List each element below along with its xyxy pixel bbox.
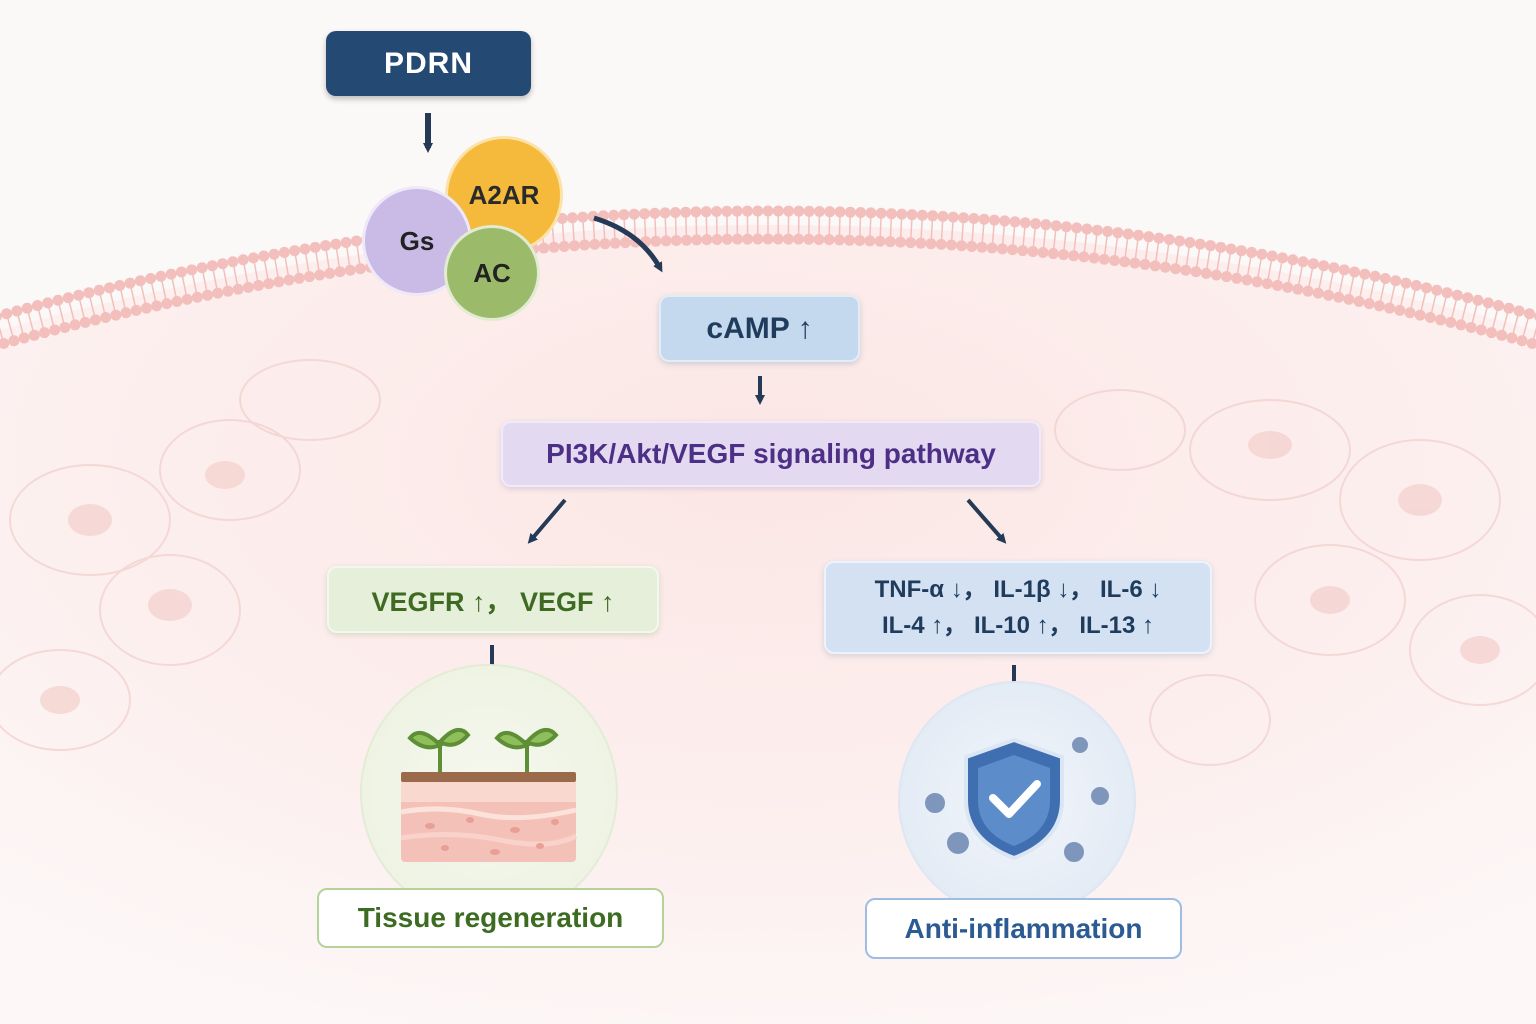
adenylyl-cyclase: AC bbox=[444, 225, 540, 321]
tissue-regeneration-icon bbox=[360, 664, 618, 922]
tissue-nuclei bbox=[40, 431, 1500, 714]
virus-icon bbox=[925, 737, 1109, 862]
pdrn-label: PDRN bbox=[326, 31, 531, 96]
shield-check-icon bbox=[964, 737, 1064, 861]
pathway-box: PI3K/Akt/VEGF signaling pathway bbox=[501, 421, 1041, 487]
cytokine-markers-box: TNF-α ↓， IL-1β ↓， IL-6 ↓ IL-4 ↑， IL-10 ↑… bbox=[824, 561, 1212, 654]
camp-box: cAMP ↑ bbox=[659, 295, 860, 362]
cytokine-line-2: IL-4 ↑， IL-10 ↑， IL-13 ↑ bbox=[881, 611, 1155, 639]
anti-inflammation-label: Anti-inflammation bbox=[865, 898, 1182, 959]
tissue-cells bbox=[0, 359, 1536, 766]
sprout-icon bbox=[407, 727, 559, 772]
skin-layer-icon bbox=[400, 772, 578, 862]
vegf-markers-box: VEGFR ↑， VEGF ↑ bbox=[327, 566, 659, 633]
anti-inflammation-icon bbox=[898, 681, 1136, 919]
tissue-regeneration-label: Tissue regeneration bbox=[317, 888, 664, 948]
arrows bbox=[423, 113, 1019, 695]
cytokine-line-1: TNF-α ↓， IL-1β ↓， IL-6 ↓ bbox=[874, 575, 1162, 603]
